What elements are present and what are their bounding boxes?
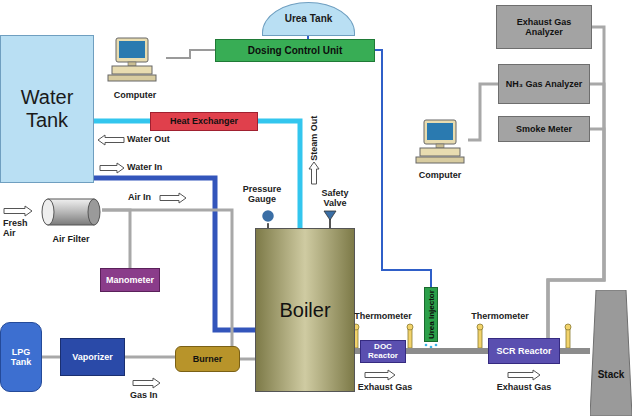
computer-base [420,148,460,156]
flow-label: Gas In [130,390,170,400]
node-text: Computer [417,170,464,180]
flow-arrow [365,370,395,380]
filter-end [42,199,54,225]
air-filter: Air Filter [40,196,102,244]
air-duct [102,210,130,268]
thermometer-probe [407,324,413,330]
node-text: Stack [596,369,627,381]
flow-arrow [133,378,160,388]
pressure-gauge [262,210,275,223]
computer-icon [104,36,160,82]
node-text: Dosing Control Unit [246,45,344,57]
node-text: Exhaust Gas Analyzer [497,17,591,38]
gas-line [42,356,60,359]
flow-arrow [309,162,319,184]
node-text: SCR Reactor [494,346,553,356]
burner-box: Burner [175,346,240,372]
flow-label: Water In [127,162,187,172]
exhaust-pipe [560,348,590,354]
process-box: Vaporizer [60,338,125,376]
part-label: Thermometer [353,311,413,321]
flow-label: Air In [128,192,160,202]
burner-link [240,358,255,361]
node-text: DOC Reactor [361,342,405,360]
boiler-vessel: Boiler [255,228,355,392]
stack-chimney: Stack [590,290,632,416]
computer-icon [412,118,468,164]
analyzer-box: NH₃ Gas Analyzer [498,64,590,104]
computer-icon: Computer [104,36,166,100]
filter-end [88,199,100,225]
part-label: Safety Valve [310,188,360,209]
node-text: Computer [112,90,159,100]
gas-tank: LPG Tank [0,322,42,392]
urea-spray [430,346,433,349]
monitor-stand [436,144,444,148]
screen [119,41,145,58]
node-text: Air Filter [50,234,91,244]
steam-pipe [258,121,300,228]
water-tank: Water Tank [0,35,94,183]
process-box: Dosing Control Unit [215,39,375,62]
flow-arrow [4,206,32,216]
analyzer-box: Exhaust Gas Analyzer [496,5,592,49]
node-text: Urea Tank [283,13,335,25]
reactor-box: DOC Reactor [360,340,406,363]
monitor-stand [128,62,136,66]
urea-spray [435,344,438,347]
node-text: Manometer [104,275,156,285]
node-text: Water Tank [1,86,93,132]
flow-arrow [98,135,124,145]
part-label: Thermometer [470,311,530,321]
flow-arrow [100,163,124,173]
urea-line [375,50,431,287]
screen [427,123,453,140]
reactor-box: SCR Reactor [488,338,560,364]
urea-spray [425,344,428,347]
filter-shell [48,199,94,225]
keyboard [416,157,464,163]
process-box: Manometer [100,268,160,292]
node-text: NH₃ Gas Analyzer [504,79,584,89]
thermometer-probe [477,324,483,330]
computer-base [112,66,152,74]
monitor [116,38,148,62]
keyboard [108,75,156,81]
flow-arrow [160,193,186,203]
flow-label: Exhaust Gas [494,382,554,392]
node-text: LPG Tank [1,347,41,368]
urea-injector: Urea Injector [424,287,438,342]
thermometer-probe [565,324,571,330]
flow-label: Exhaust Gas [355,382,415,392]
air-duct [102,210,232,346]
safety-valve [324,211,336,220]
flow-label: Fresh Air [3,218,33,239]
flow-arrow [508,370,540,380]
computer-icon: Computer [412,118,468,180]
stack-body [590,290,632,416]
air-filter-body [40,196,102,228]
node-text: Urea Injector [426,290,435,339]
node-text: Burner [191,354,225,364]
node-text: Vaporizer [70,352,115,362]
flow-label: Steam Out [309,116,319,161]
gas-line [125,356,175,359]
node-text: Heat Exchanger [168,116,240,126]
monitor [424,120,456,144]
node-text: Smoke Meter [514,124,574,134]
node-text: Boiler [277,299,332,322]
exhaust-pipe [406,348,488,354]
part-label: Pressure Gauge [237,184,287,205]
signal-line [166,50,215,58]
stack-outline [590,290,632,416]
analyzer-box: Smoke Meter [498,116,590,142]
heat-exchanger: Heat Exchanger [150,112,258,131]
flow-label: Water Out [127,134,187,144]
water-pipe [94,119,150,124]
tank-dome: Urea Tank [262,2,355,36]
signal-line [468,84,498,140]
